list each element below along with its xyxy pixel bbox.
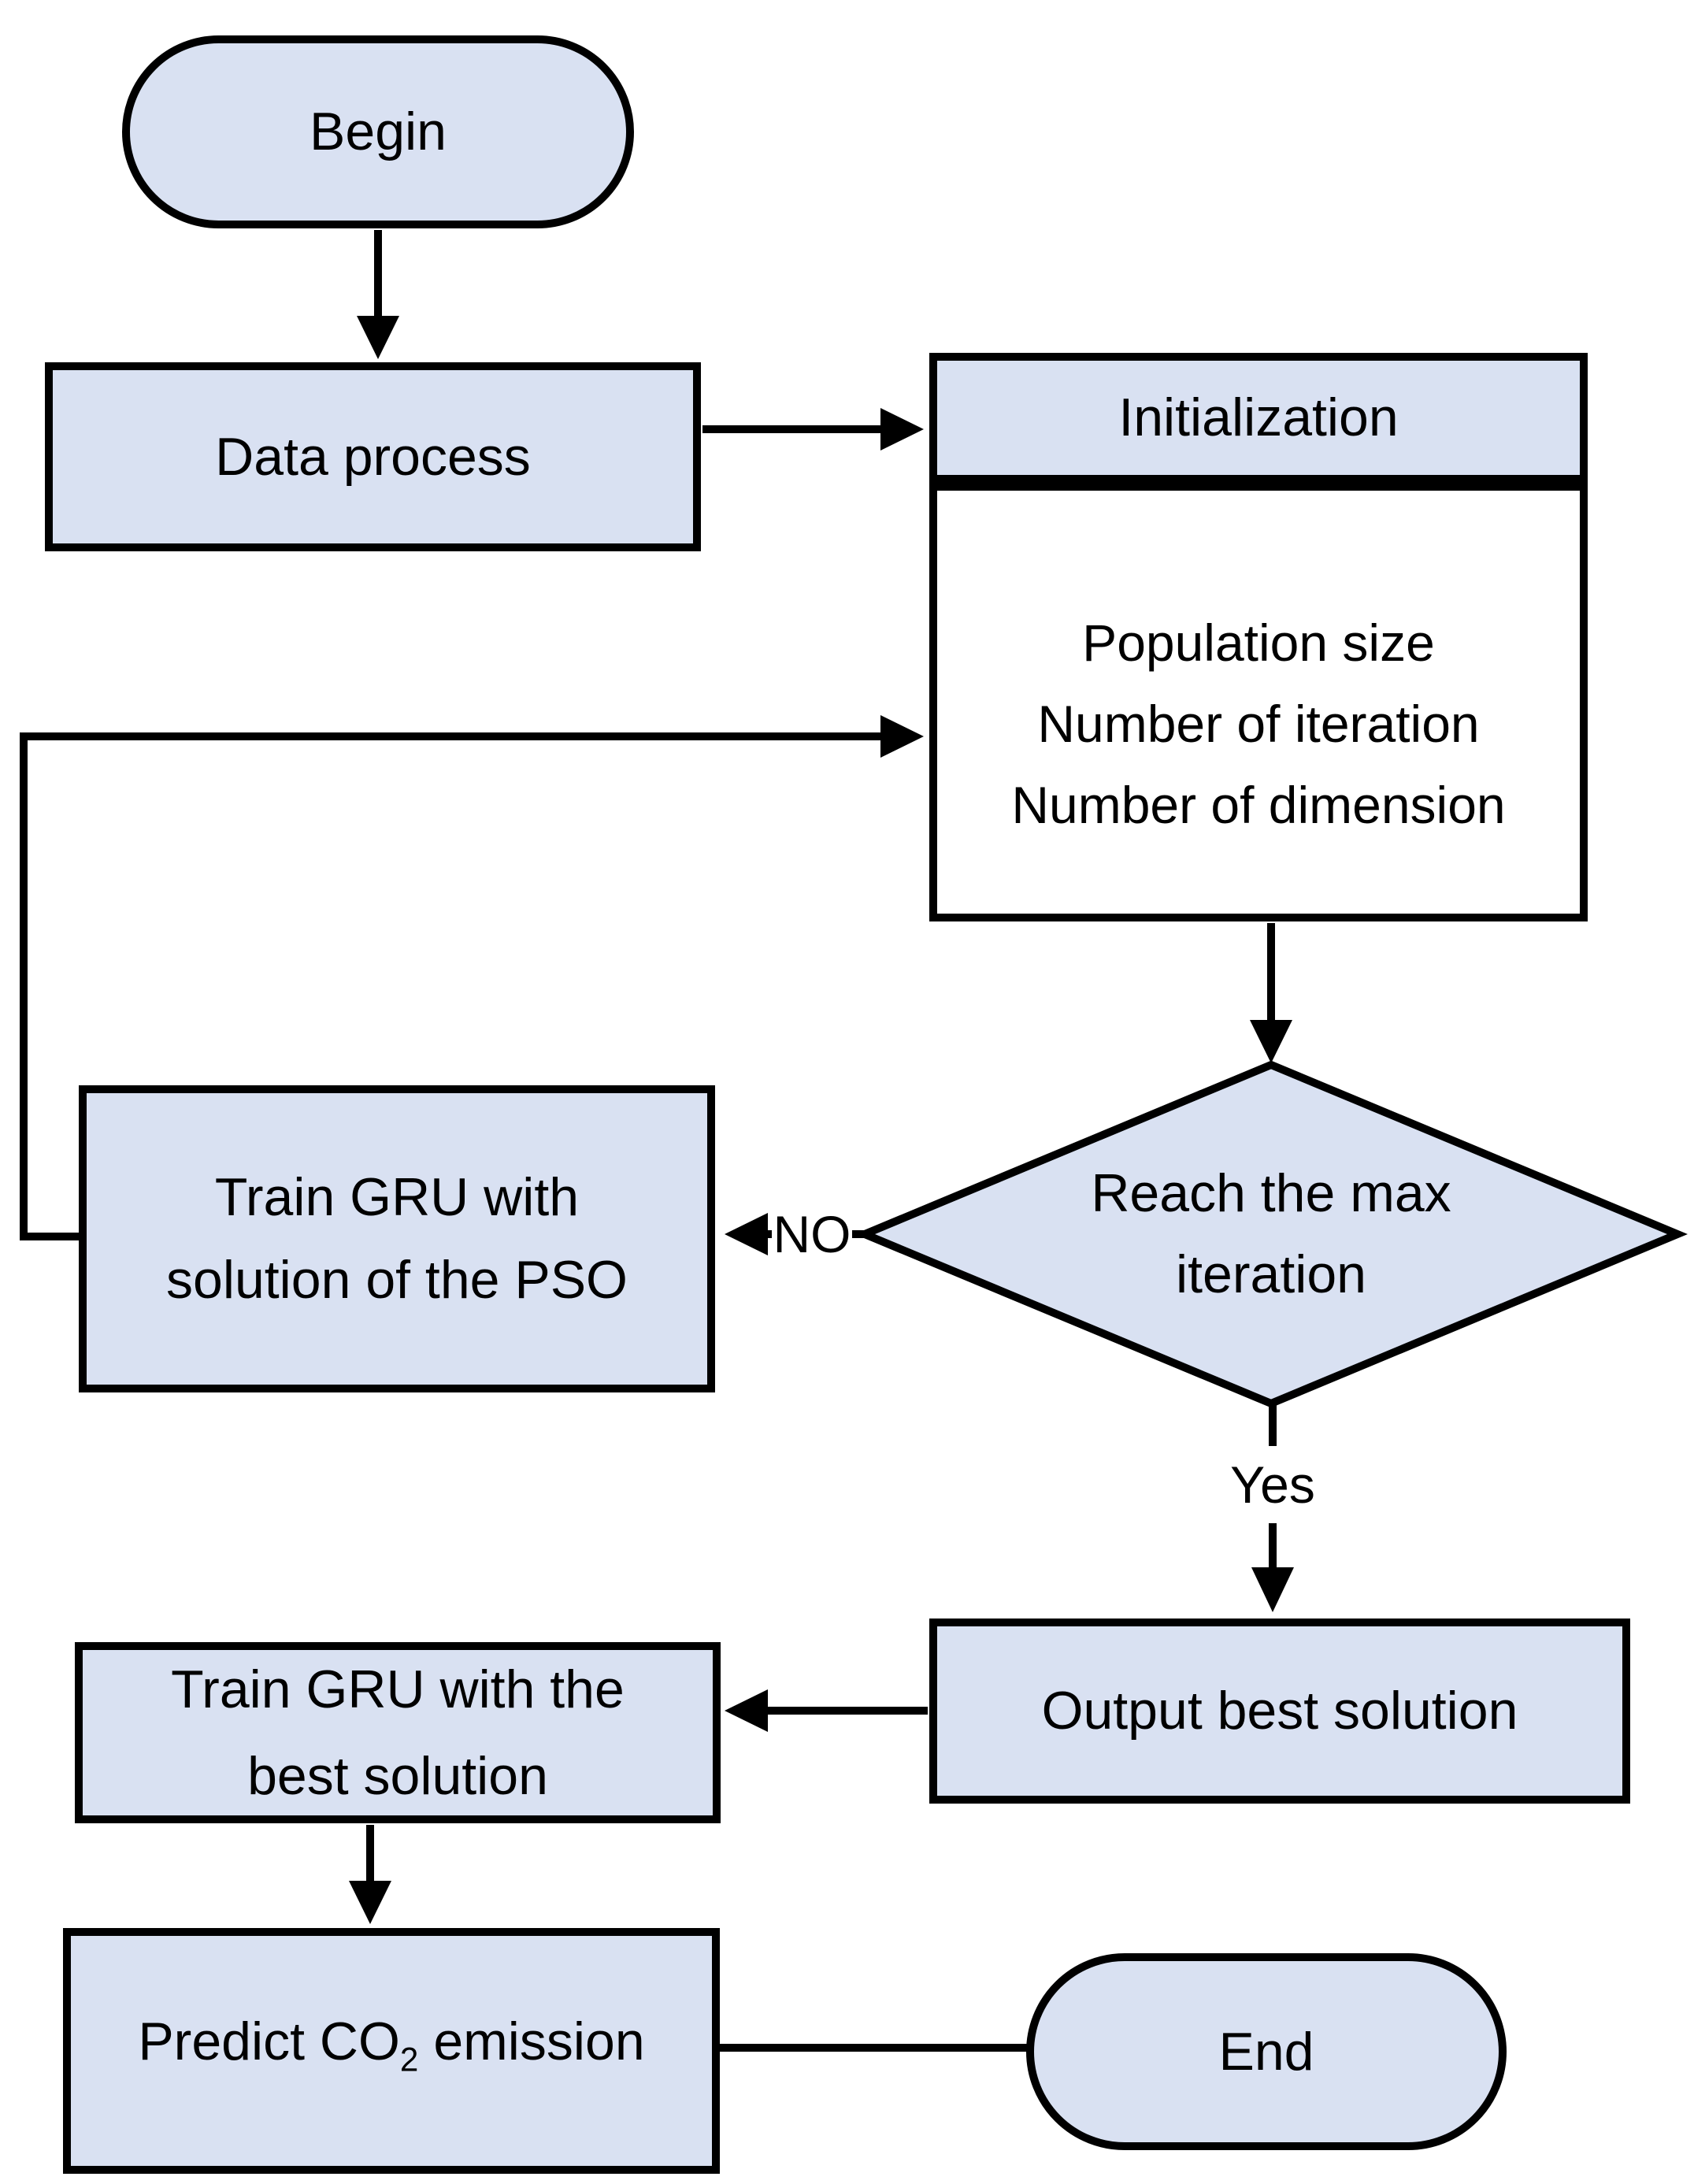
arrowhead-into-initialization bbox=[880, 408, 924, 451]
arrowhead-into-decision bbox=[1250, 1020, 1292, 1063]
node-data-process-label: Data process bbox=[215, 426, 531, 487]
arrowhead-into-train-pso bbox=[725, 1213, 768, 1255]
train-gru-pso-line-2: solution of the PSO bbox=[166, 1250, 628, 1310]
node-initialization-label: Initialization bbox=[1118, 387, 1399, 447]
edge-label-yes: Yes bbox=[1210, 1446, 1336, 1523]
predict-label-subscript: 2 bbox=[399, 2041, 419, 2078]
node-predict-co2-emission: Predict CO2 emission bbox=[63, 1928, 720, 2174]
node-data-process: Data process bbox=[45, 362, 701, 551]
node-initialization-parameters: Population size Number of iteration Numb… bbox=[929, 483, 1588, 921]
decision-line-2: iteration bbox=[1176, 1244, 1366, 1304]
predict-co2-emission-label: Predict CO2 emission bbox=[138, 2000, 644, 2101]
node-train-gru-pso: Train GRU with solution of the PSO bbox=[79, 1085, 715, 1392]
node-output-best-solution: Output best solution bbox=[929, 1619, 1630, 1804]
parameter-population-size: Population size bbox=[1082, 613, 1435, 672]
node-decision-label: Reach the max iteration bbox=[865, 1065, 1677, 1403]
train-gru-best-line-2: best solution bbox=[247, 1746, 548, 1806]
parameter-number-of-dimension: Number of dimension bbox=[1011, 775, 1506, 834]
node-begin-label: Begin bbox=[310, 102, 447, 161]
output-best-solution-label: Output best solution bbox=[1041, 1681, 1518, 1741]
node-decision-shape bbox=[854, 1060, 1688, 1408]
train-gru-best-line-1: Train GRU with the bbox=[171, 1659, 625, 1719]
predict-label-suffix: emission bbox=[433, 2012, 645, 2072]
parameter-number-of-iteration: Number of iteration bbox=[1037, 694, 1480, 753]
arrowhead-into-parameters bbox=[880, 715, 924, 758]
node-train-gru-best: Train GRU with the best solution bbox=[75, 1642, 721, 1823]
decision-line-1: Reach the max bbox=[1091, 1163, 1451, 1223]
node-begin: Begin bbox=[122, 35, 634, 228]
edge-label-no: NO bbox=[772, 1195, 852, 1274]
arrowhead-into-train-best bbox=[725, 1689, 768, 1732]
arrowhead-into-output-best bbox=[1251, 1567, 1294, 1612]
arrowhead-into-predict bbox=[349, 1881, 391, 1924]
node-end-label: End bbox=[1218, 2021, 1314, 2082]
edge-feedback-train-pso-to-parameters bbox=[20, 732, 882, 1240]
arrowhead-into-data-process bbox=[357, 316, 399, 359]
train-gru-pso-line-1: Train GRU with bbox=[214, 1167, 580, 1227]
node-initialization: Initialization bbox=[929, 353, 1588, 483]
predict-label-prefix: Predict CO bbox=[138, 2012, 400, 2072]
node-end: End bbox=[1026, 1953, 1507, 2150]
